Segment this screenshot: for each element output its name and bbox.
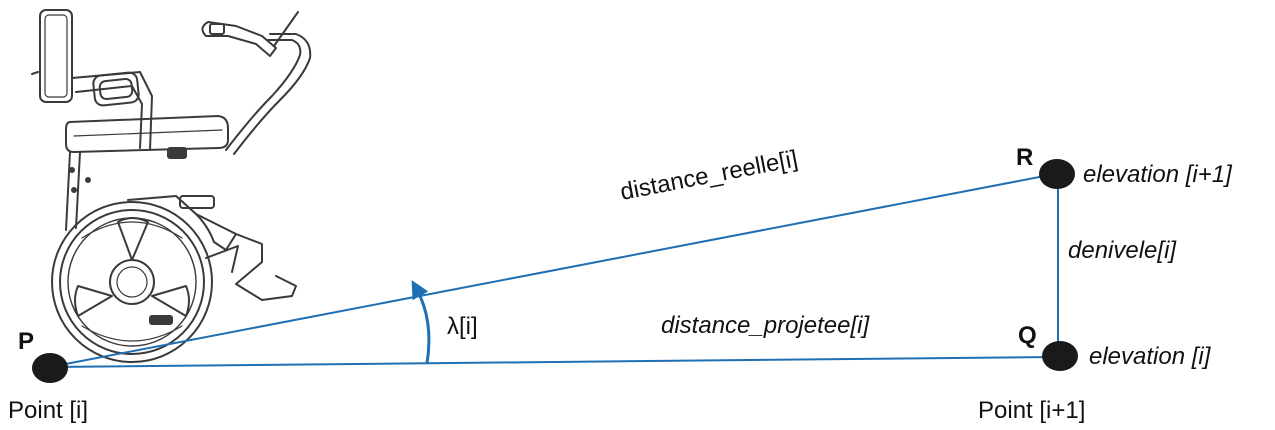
steering-column [225, 39, 302, 151]
point-q-marker [1042, 341, 1078, 371]
point-r-marker [1039, 159, 1075, 189]
wheelchair-drawing [31, 9, 312, 363]
point-r-letter: R [1016, 144, 1033, 171]
hypotenuse-label: distance_reelle[i] [618, 145, 800, 206]
hypotenuse-line [49, 173, 1056, 368]
point-q-letter: Q [1018, 322, 1037, 349]
triangle [49, 173, 1059, 368]
elevation-r-label: elevation [i+1] [1083, 161, 1233, 188]
vertical-label: denivele[i] [1068, 237, 1177, 264]
point-q-caption: Point [i+1] [978, 397, 1085, 424]
angle-arc [411, 280, 431, 364]
base-line [49, 356, 1056, 368]
point-p-marker [32, 353, 68, 383]
wheel [51, 201, 213, 363]
elevation-q-label: elevation [i] [1089, 343, 1212, 370]
angle-label: λ[i] [447, 313, 478, 340]
backrest [39, 9, 73, 103]
seat [65, 115, 229, 153]
base-label: distance_projetee[i] [661, 312, 870, 339]
handlebar [201, 21, 277, 57]
point-p-letter: P [18, 328, 34, 355]
point-p-caption: Point [i] [8, 397, 88, 424]
